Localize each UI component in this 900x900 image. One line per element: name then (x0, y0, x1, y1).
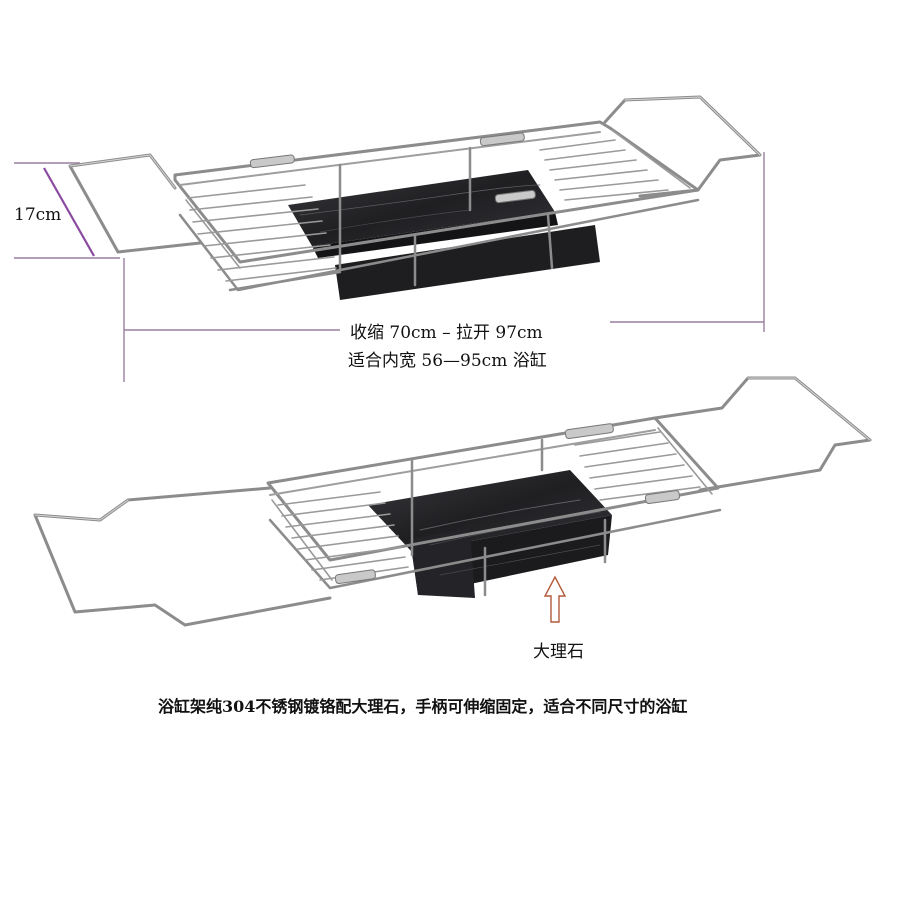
height-indicator-line (43, 167, 95, 257)
arrow-up-icon (543, 575, 567, 623)
bath-rack-collapsed (68, 95, 762, 300)
dimension-lines (14, 152, 765, 382)
slide-tubes-bottom (334, 423, 681, 585)
bath-rack-extended (33, 376, 872, 627)
slide-tubes-top (249, 132, 536, 204)
product-description: 浴缸架纯304不锈钢镀铬配大理石，手柄可伸缩固定，适合不同尺寸的浴缸 (158, 697, 688, 716)
length-label: 收缩 70cm – 拉开 97cm (348, 318, 545, 343)
right-basket-wires-bottom (574, 427, 713, 501)
rack-legs-bottom (410, 438, 607, 597)
right-basket-wires (539, 129, 691, 201)
marble-board-bottom (368, 470, 612, 598)
marble-board-top (288, 170, 600, 300)
marble-label: 大理石 (533, 642, 584, 662)
height-label: 17cm (14, 205, 62, 225)
rack-legs-top (338, 146, 554, 287)
left-basket-wires (185, 184, 337, 282)
fit-width-label: 适合内宽 56—95cm 浴缸 (348, 351, 547, 371)
